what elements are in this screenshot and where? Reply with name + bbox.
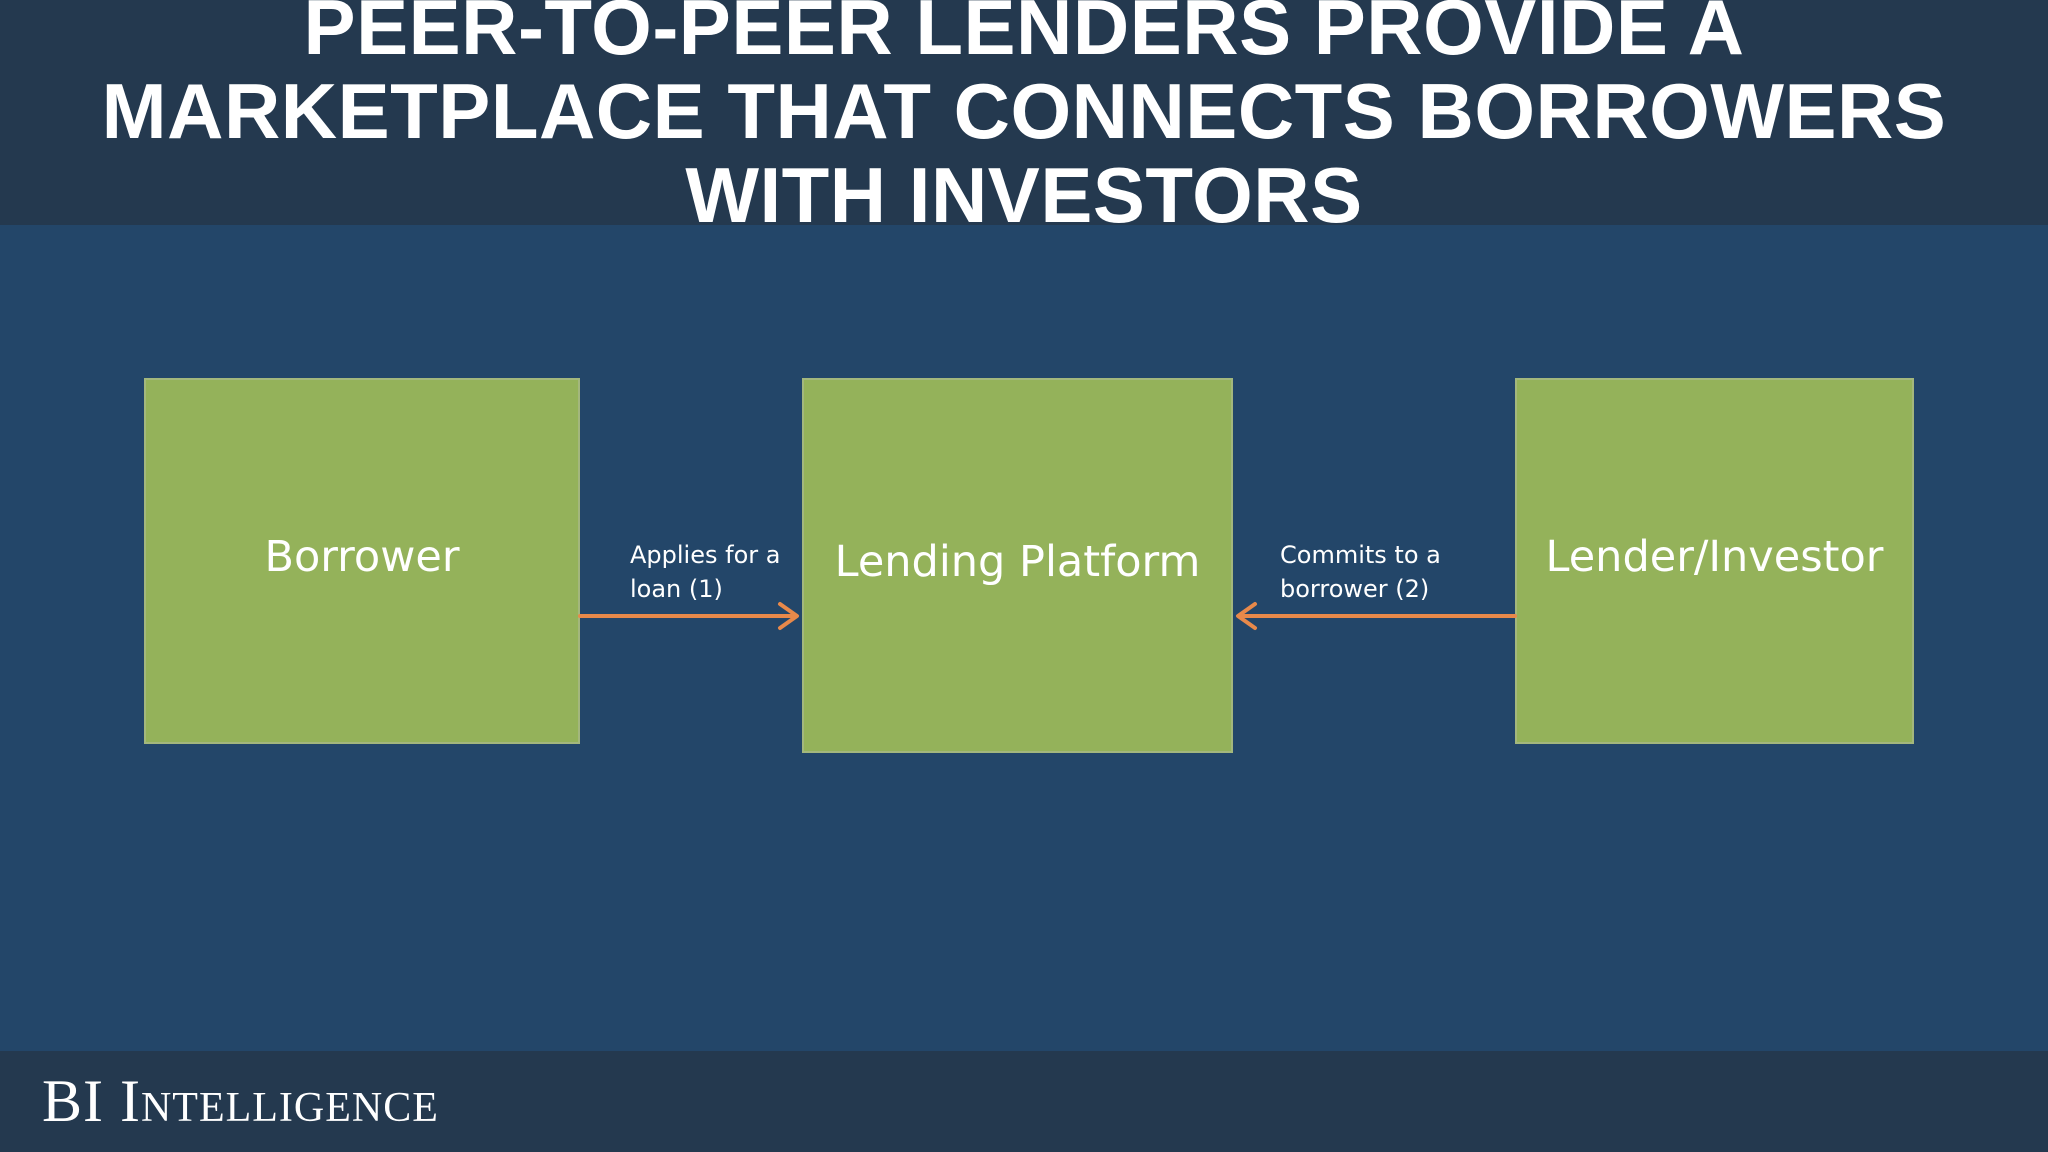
title-line: MARKETPLACE THAT CONNECTS BORROWERS xyxy=(101,67,1947,155)
borrower-node: Borrower xyxy=(144,378,580,744)
edge-label-line: borrower (2) xyxy=(1280,575,1430,603)
applies-for-loan-label: Applies for a loan (1) xyxy=(630,538,780,606)
borrower-to-platform-arrow xyxy=(578,602,799,630)
lender-to-platform-arrow xyxy=(1236,602,1517,630)
title-band xyxy=(0,0,2048,225)
edge-label-line: Commits to a xyxy=(1280,541,1441,569)
footer-band xyxy=(0,1051,2048,1152)
title-line: WITH INVESTORS xyxy=(685,151,1363,239)
lending-platform-label: Lending Platform xyxy=(834,536,1201,587)
borrower-label: Borrower xyxy=(264,532,460,582)
edge-label-line: Applies for a xyxy=(630,541,781,569)
title-line: PEER-TO-PEER LENDERS PROVIDE A xyxy=(303,0,1745,71)
bi-intelligence-logo: BI Intelligence xyxy=(42,1068,439,1134)
edge-label-line: loan (1) xyxy=(630,575,723,603)
slide-title: PEER-TO-PEER LENDERS PROVIDE A MARKETPLA… xyxy=(0,0,2048,237)
lending-platform-node: Lending Platform xyxy=(802,378,1233,753)
lender-investor-label: Lender/Investor xyxy=(1545,532,1884,582)
commits-to-borrower-label: Commits to a borrower (2) xyxy=(1280,538,1441,606)
lender-investor-node: Lender/Investor xyxy=(1515,378,1914,744)
